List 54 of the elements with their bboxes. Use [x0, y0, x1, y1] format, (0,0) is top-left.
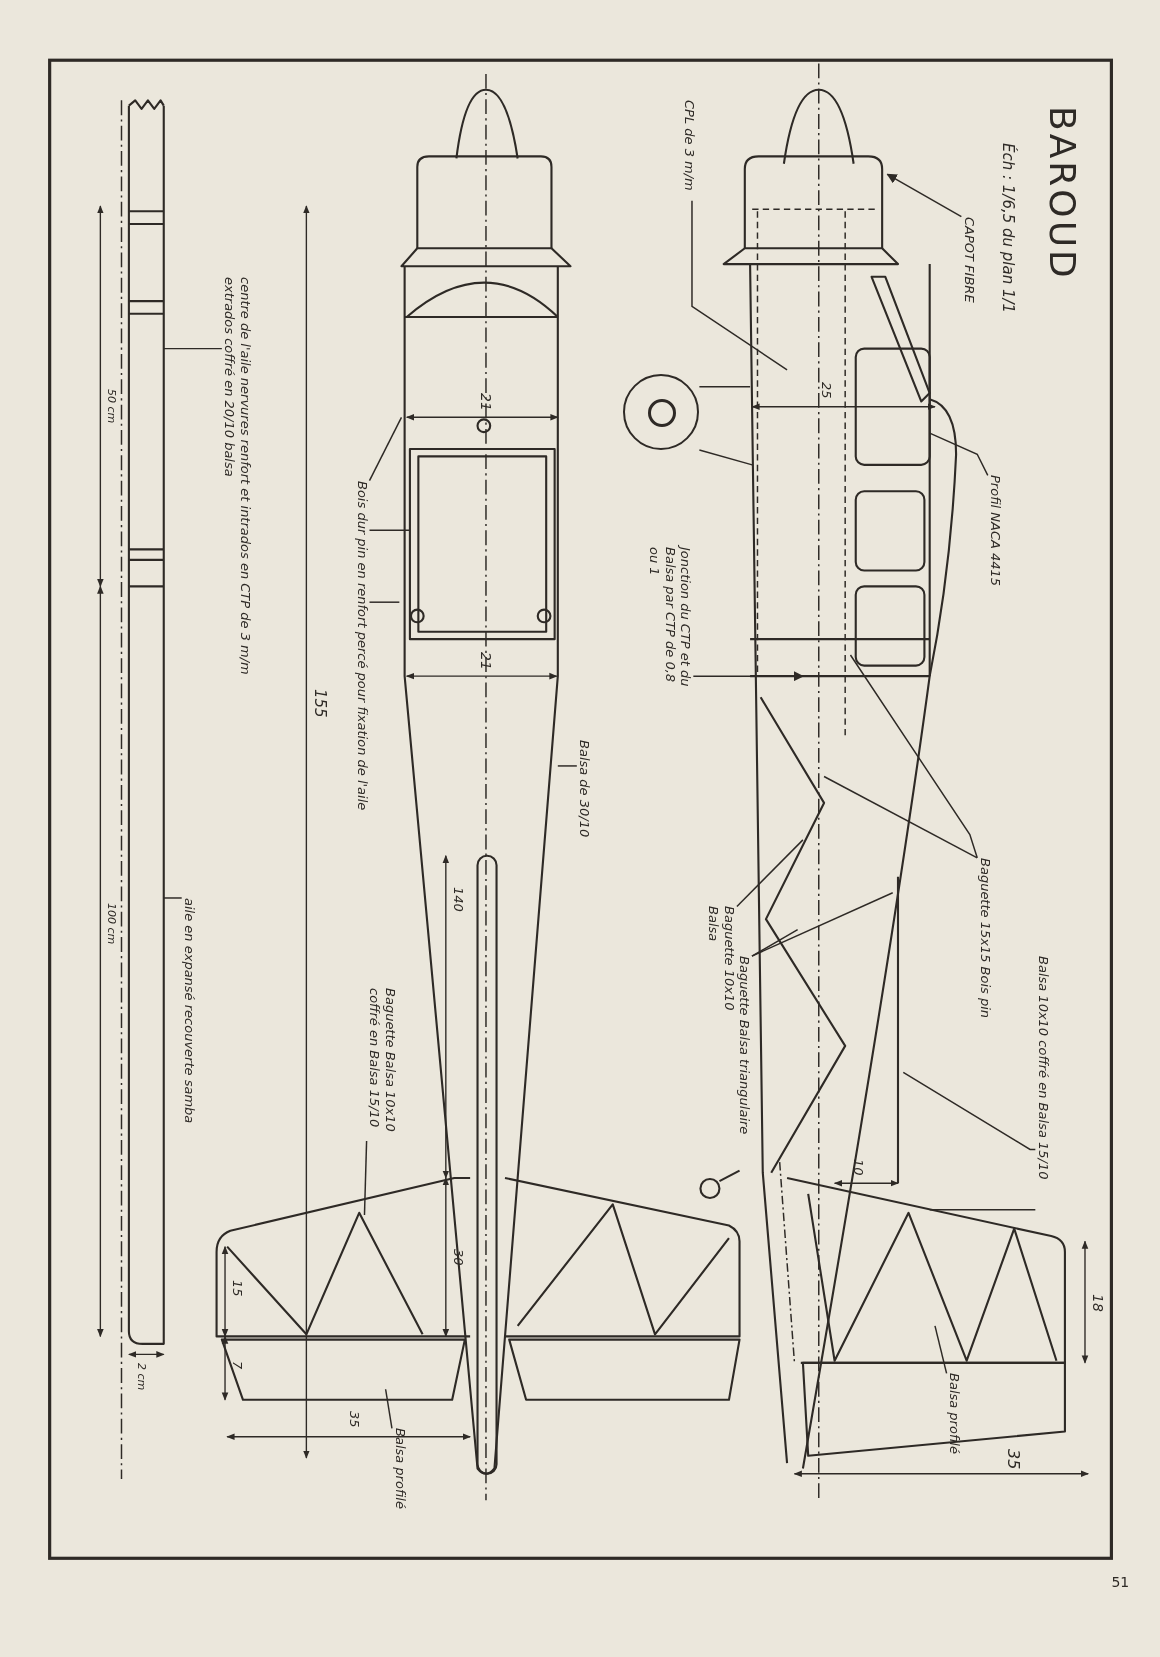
leader-line	[902, 1071, 1037, 1151]
annotation-text: Baguette Balsa triangulaire	[736, 956, 752, 1137]
leader-line	[751, 928, 799, 957]
annotation-text: CPL de 3 m/m	[681, 100, 697, 194]
annotation-text: Jonction du CTP et du Balsa par CTP de 0,8 ou 1	[646, 547, 694, 689]
dimension-value: 7	[229, 1360, 245, 1369]
title: BAROUD	[1040, 105, 1084, 281]
annotation-text: Baguette Balsa 10x10 coffré en Balsa 15/10	[366, 987, 398, 1134]
leader-line	[698, 385, 751, 388]
dimension-value: 35	[346, 1411, 363, 1428]
leader-line	[384, 1388, 393, 1430]
leader-line	[368, 601, 401, 603]
dimension-value: 2 cm	[135, 1362, 149, 1391]
leader-line	[692, 670, 804, 682]
leader-line	[736, 839, 804, 908]
leader-line	[368, 529, 411, 532]
annotation-text: Profil NACA 4415	[987, 475, 1004, 589]
annotation-text: Baguette 15x15 Bois pin	[977, 857, 993, 1020]
leader-line	[751, 891, 894, 957]
dimension-value: 21	[477, 651, 495, 670]
leader-line	[691, 200, 788, 371]
leader-line	[934, 1325, 948, 1375]
leader-line	[163, 897, 183, 899]
dimension-value: 35	[1003, 1449, 1023, 1470]
leader-line	[557, 765, 578, 767]
annotation-text: Balsa 10x10 coffré en Balsa 15/10	[1035, 956, 1051, 1182]
annotation-text: Balsa profilé	[946, 1373, 963, 1457]
leader-line	[163, 347, 223, 350]
leader-line	[823, 775, 978, 859]
dimension-value: 18	[1089, 1294, 1106, 1312]
scale-note: Éch : 1/6,5 du plan 1/1	[999, 142, 1018, 313]
dimension-value: 15	[229, 1280, 245, 1297]
leader-line	[928, 432, 989, 477]
dimension-value: 155	[310, 688, 329, 718]
annotation-text: Balsa profilé	[391, 1428, 408, 1512]
annotation-text: centre de l'aile nervures renfort et intrados en CTP de 3 m/m extrados coffré en 20/10 balsa	[221, 276, 254, 677]
dimension-value: 140	[450, 887, 466, 913]
annotation-text: Bois dur pin en renfort percé pour fixation de l'aile	[353, 480, 370, 812]
wing-side-view-drawing	[120, 99, 165, 1480]
leader-line	[363, 1140, 368, 1216]
dimension-value: 25	[818, 382, 835, 399]
leader-line	[886, 173, 963, 218]
leader-line	[928, 1208, 1037, 1211]
annotation-text: CAPOT FIBRE	[961, 216, 977, 305]
dimension-value: 50 cm	[104, 388, 118, 424]
dimension-value: 100 cm	[104, 903, 118, 945]
annotation-text: Balsa de 30/10	[576, 739, 593, 839]
leader-line	[368, 416, 403, 482]
page-number: 51	[1111, 1574, 1130, 1591]
dimension-value: 21	[477, 393, 495, 411]
annotation-text: aile en expansé recouverte samba	[181, 898, 198, 1126]
annotation-text: Baguette 10x10 Balsa	[705, 906, 737, 1011]
leader-line	[849, 654, 978, 859]
leader-line	[698, 449, 753, 466]
